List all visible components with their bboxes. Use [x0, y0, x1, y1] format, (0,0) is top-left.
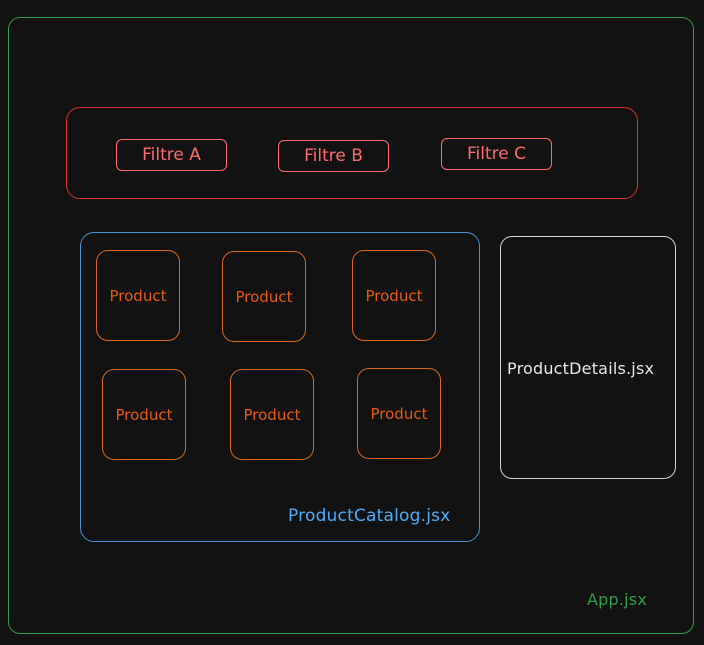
product-card[interactable]: Product [96, 250, 180, 341]
app-container [8, 17, 694, 634]
product-catalog-label: ProductCatalog.jsx [288, 506, 451, 526]
product-card[interactable]: Product [352, 250, 436, 341]
product-card[interactable]: Product [102, 369, 186, 460]
filter-bar [66, 107, 638, 199]
product-details-container [500, 236, 676, 479]
product-card[interactable]: Product [222, 251, 306, 342]
product-catalog-container [80, 232, 480, 542]
product-card[interactable]: Product [230, 369, 314, 460]
app-label: App.jsx [587, 590, 647, 609]
filter-a-button[interactable]: Filtre A [116, 139, 227, 171]
product-details-label: ProductDetails.jsx [507, 359, 655, 378]
filter-b-button[interactable]: Filtre B [278, 140, 389, 172]
product-card[interactable]: Product [357, 368, 441, 459]
filter-c-button[interactable]: Filtre C [441, 138, 552, 170]
